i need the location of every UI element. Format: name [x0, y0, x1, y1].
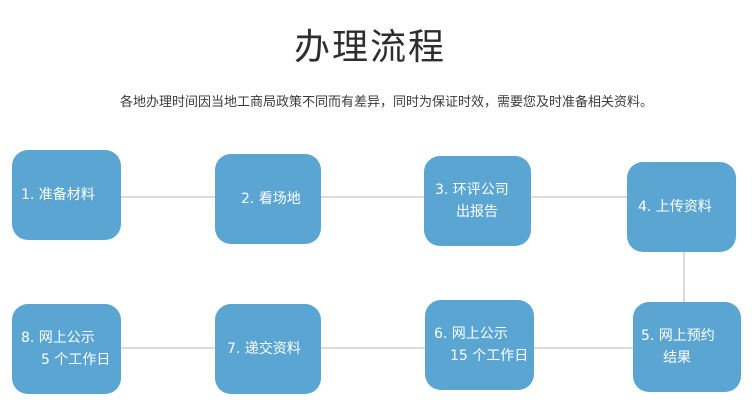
step-site-visit: 2. 看场地 [215, 154, 321, 244]
step-label: 5. 网上预约 [641, 328, 715, 344]
step-label-line2: 5 个工作日 [41, 352, 111, 368]
step-submit-materials: 7. 递交资料 [215, 304, 321, 394]
step-online-appointment-result: 5. 网上预约 结果 [633, 302, 741, 392]
step-label-line2: 15 个工作日 [450, 348, 529, 364]
step-upload-materials: 4. 上传资料 [627, 162, 736, 252]
step-label: 4. 上传资料 [638, 199, 712, 215]
step-label-line2: 出报告 [456, 204, 498, 220]
step-label-line2: 结果 [663, 350, 691, 366]
step-label: 2. 看场地 [241, 191, 301, 207]
step-online-publicity-5-days: 8. 网上公示 5 个工作日 [12, 304, 121, 394]
step-environmental-report: 3. 环评公司 出报告 [424, 156, 531, 246]
step-label: 7. 递交资料 [227, 341, 301, 357]
step-label: 3. 环评公司 [435, 182, 509, 198]
process-note: 各地办理时间因当地工商局政策不同而有差异，同时为保证时效，需要您及时准备相关资料… [120, 95, 654, 110]
step-prepare-materials: 1. 准备材料 [12, 150, 121, 240]
step-label: 8. 网上公示 [21, 330, 95, 346]
step-online-publicity-15-days: 6. 网上公示 15 个工作日 [425, 300, 534, 390]
page-title: 办理流程 [293, 27, 446, 68]
step-label: 6. 网上公示 [434, 326, 508, 342]
step-label: 1. 准备材料 [21, 187, 95, 203]
